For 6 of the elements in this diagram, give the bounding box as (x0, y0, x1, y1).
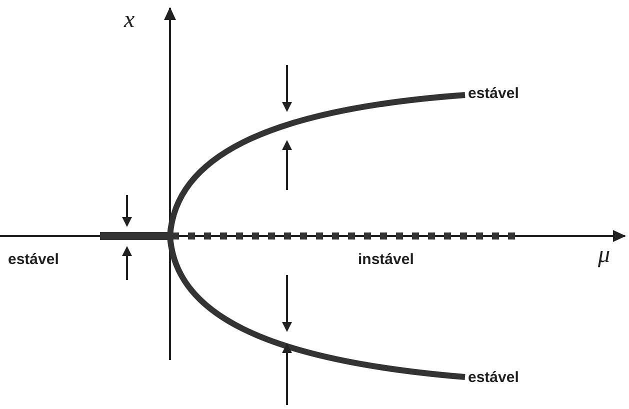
branch-label: estável (468, 86, 519, 101)
axis-label: μ (598, 243, 610, 267)
branch-label: estável (468, 370, 519, 385)
branch-label: estável (8, 252, 59, 267)
branch-label: instável (358, 252, 414, 267)
axis-label: x (124, 8, 135, 32)
